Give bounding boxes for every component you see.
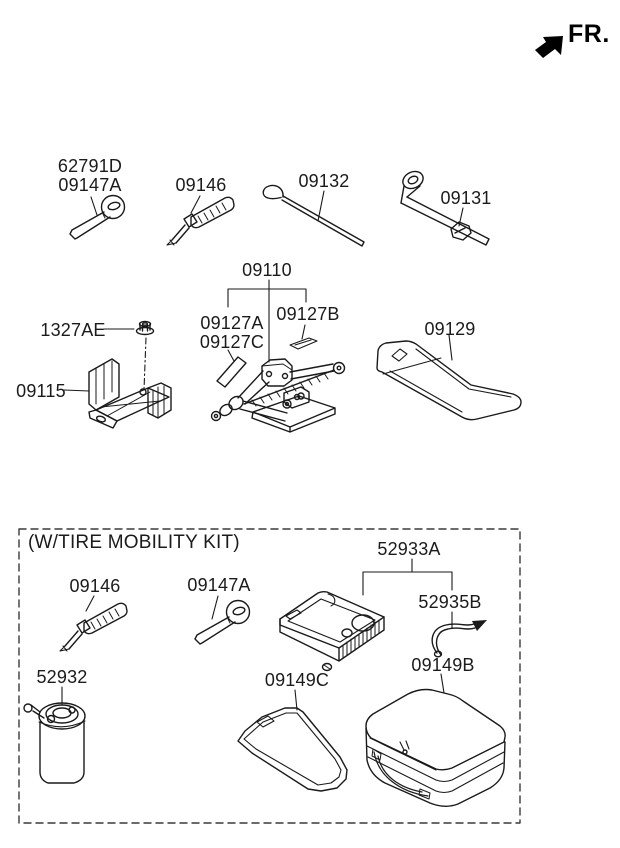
part-label-09146: 09146 — [175, 175, 227, 195]
tool-pouch-icon — [237, 707, 348, 792]
screwdriver-icon — [59, 602, 128, 652]
part-label-62791D-09147A: 62791D 09147A — [58, 157, 122, 195]
part-label-09127A-09127C: 09127A 09127C — [200, 314, 264, 352]
part-number: 09127A — [200, 313, 264, 333]
part-label-09132: 09132 — [298, 171, 350, 191]
kit-part-label-09149B: 09149B — [411, 655, 475, 675]
jack-handle-icon — [262, 184, 365, 247]
fr-direction-arrow-icon — [535, 36, 563, 58]
screwdriver-icon — [166, 196, 235, 246]
wheel-nut-wrench-icon — [400, 170, 490, 246]
kit-part-label-09146: 09146 — [69, 576, 121, 596]
fr-direction-label: FR. — [568, 20, 610, 48]
tow-hook-icon — [194, 599, 251, 645]
sealant-bottle-icon — [23, 702, 86, 784]
kit-part-label-09149C: 09149C — [264, 670, 330, 690]
part-label-09115: 09115 — [16, 381, 66, 401]
part-label-09131: 09131 — [440, 188, 492, 208]
tow-hook-icon — [69, 194, 126, 240]
flange-nut-icon — [135, 320, 155, 336]
kit-part-label-52932: 52932 — [36, 667, 88, 687]
part-number: 09127C — [199, 332, 265, 352]
part-label-1327AE: 1327AE — [40, 320, 106, 340]
caution-label-icon — [216, 356, 247, 388]
jack-pad-icon — [289, 337, 318, 350]
part-number: 09147A — [58, 175, 122, 195]
tool-bag-icon — [376, 340, 522, 421]
leader-lines — [61, 190, 464, 711]
part-label-09129: 09129 — [424, 319, 476, 339]
kit-part-label-52935B: 52935B — [418, 592, 482, 612]
scissor-jack-icon — [210, 358, 346, 433]
tire-compressor-icon — [279, 590, 385, 672]
part-label-09127B: 09127B — [276, 304, 340, 324]
tool-case-icon — [365, 688, 506, 807]
sealant-hose-icon — [431, 620, 487, 658]
kit-section-title: (W/TIRE MOBILITY KIT) — [28, 532, 240, 553]
part-number: 62791D — [57, 156, 123, 176]
part-label-09110: 09110 — [242, 260, 292, 280]
jack-bracket-icon — [88, 358, 172, 429]
kit-part-label-09147A: 09147A — [187, 575, 251, 595]
kit-boundary-box — [18, 528, 521, 824]
kit-part-label-52933A: 52933A — [377, 539, 441, 559]
